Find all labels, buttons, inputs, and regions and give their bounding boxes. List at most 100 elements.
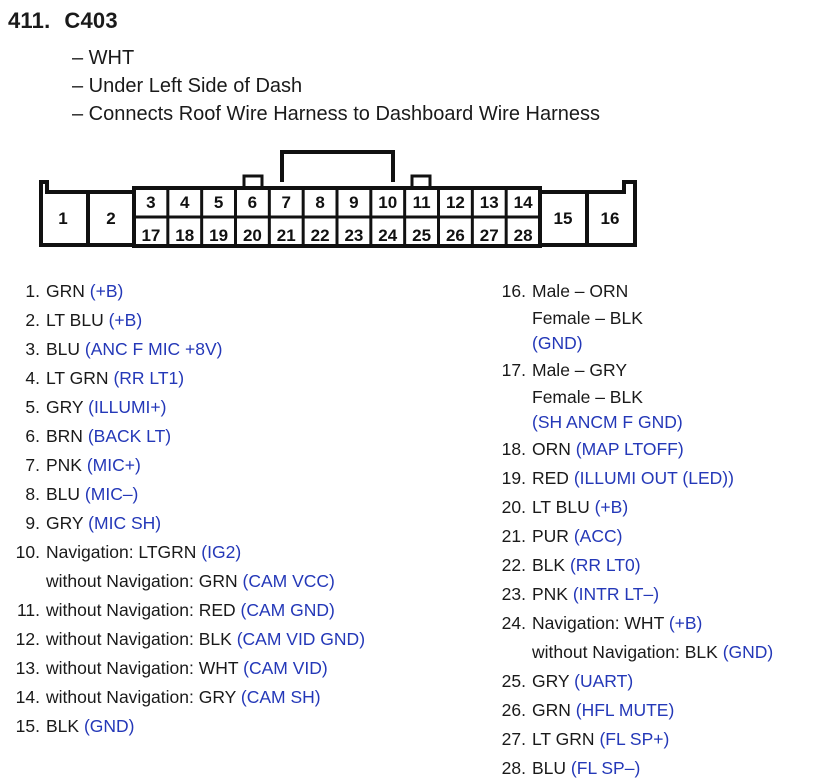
pin-label-19: 19	[209, 226, 228, 245]
pin-line: PNK (MIC+)	[46, 451, 365, 480]
signal-name: (HFL MUTE)	[575, 700, 675, 720]
signal-name: (CAM VCC)	[242, 571, 335, 591]
wire-description: without Navigation: GRY	[46, 687, 237, 707]
signal-name: (ACC)	[573, 526, 623, 546]
wire-description: Navigation: LTGRN	[46, 542, 202, 562]
wire-description: GRY	[46, 397, 84, 417]
signal-name: (RR LT1)	[113, 368, 185, 388]
pin-line: without Navigation: BLK (GND)	[532, 638, 773, 667]
signal-name: (GND)	[532, 333, 583, 353]
pin-line: BLK (GND)	[46, 712, 365, 741]
wire-description: RED	[532, 468, 569, 488]
signal-name: (RR LT0)	[569, 555, 641, 575]
pin-label-16: 16	[601, 209, 620, 228]
pin-line: Female – BLK	[532, 306, 773, 331]
pin-entry: 7. PNK (MIC+)	[6, 451, 365, 480]
pin-label-18: 18	[175, 226, 194, 245]
pin-number: 28.	[501, 758, 526, 778]
pin-number: 18.	[501, 439, 526, 459]
signal-name: (CAM GND)	[240, 600, 335, 620]
signal-name: (ILLUMI+)	[88, 397, 167, 417]
pin-number: 25.	[501, 671, 526, 691]
wire-description: BLU	[532, 758, 567, 778]
pin-number: 17.	[501, 360, 526, 380]
pin-entry: 15.BLK (GND)	[6, 712, 365, 741]
pin-number: 13.	[15, 658, 40, 678]
pin-line: Female – BLK	[532, 385, 773, 410]
pin-label-23: 23	[344, 226, 363, 245]
wire-description: GRN	[46, 281, 85, 301]
pin-entry: 11.without Navigation: RED (CAM GND)	[6, 596, 365, 625]
pin-label-24: 24	[378, 226, 397, 245]
wire-description: ORN	[532, 439, 571, 459]
wire-description: PNK	[532, 584, 568, 604]
wire-description: without Navigation: BLK	[46, 629, 232, 649]
wire-description: PNK	[46, 455, 82, 475]
pin-entry: 4.LT GRN (RR LT1)	[6, 364, 365, 393]
pin-entry: 27.LT GRN (FL SP+)	[490, 725, 773, 754]
pin-line: GRN (HFL MUTE)	[532, 696, 773, 725]
wire-description: without Navigation: GRN	[46, 571, 238, 591]
wire-description: Female – BLK	[532, 387, 643, 407]
signal-name: (+B)	[89, 281, 124, 301]
entry-number: 411.	[8, 8, 51, 33]
pin-entry: 10.Navigation: LTGRN (IG2)without Naviga…	[6, 538, 365, 596]
pin-line: without Navigation: WHT (CAM VID)	[46, 654, 365, 683]
signal-name: (CAM VID GND)	[236, 629, 366, 649]
pin-entry: 20.LT BLU (+B)	[490, 493, 773, 522]
pin-line: without Navigation: RED (CAM GND)	[46, 596, 365, 625]
signal-name: (CAM SH)	[240, 687, 321, 707]
pin-line: GRY (UART)	[532, 667, 773, 696]
wire-description: without Navigation: BLK	[532, 642, 718, 662]
connector-title: 411.C403	[8, 8, 118, 34]
pin-list-left: 1.GRN (+B)2.LT BLU (+B)3.BLU (ANC F MIC …	[6, 277, 365, 741]
pin-number: 19.	[501, 468, 526, 488]
wire-description: GRY	[46, 513, 84, 533]
wire-description: GRN	[532, 700, 571, 720]
wire-description: Male – ORN	[532, 281, 629, 301]
pin-line: LT GRN (RR LT1)	[46, 364, 365, 393]
wire-description: BLU	[46, 339, 81, 359]
pin-label-3: 3	[146, 193, 155, 212]
pin-line: PNK (INTR LT–)	[532, 580, 773, 609]
pin-number: 22.	[501, 555, 526, 575]
pin-line: LT GRN (FL SP+)	[532, 725, 773, 754]
pin-number: 20.	[501, 497, 526, 517]
signal-name: (INTR LT–)	[572, 584, 660, 604]
pin-number: 7.	[25, 455, 40, 475]
wire-description: GRY	[532, 671, 570, 691]
pin-entry: 3.BLU (ANC F MIC +8V)	[6, 335, 365, 364]
wire-description: BLU	[46, 484, 81, 504]
pin-line: Navigation: LTGRN (IG2)	[46, 538, 365, 567]
pin-entry: 8.BLU (MIC–)	[6, 480, 365, 509]
signal-name: (BACK LT)	[87, 426, 172, 446]
pin-label-15: 15	[554, 209, 573, 228]
pin-line: without Navigation: BLK (CAM VID GND)	[46, 625, 365, 654]
pin-entry: 6.BRN (BACK LT)	[6, 422, 365, 451]
pin-number: 21.	[501, 526, 526, 546]
pin-entry: 22.BLK (RR LT0)	[490, 551, 773, 580]
signal-name: (GND)	[722, 642, 774, 662]
pin-label-4: 4	[180, 193, 190, 212]
pin-entry: 28. BLU (FL SP–)	[490, 754, 773, 783]
pin-line: LT BLU (+B)	[46, 306, 365, 335]
pin-label-11: 11	[413, 193, 431, 212]
pin-line: (SH ANCM F GND)	[532, 410, 773, 435]
pin-entry: 24.Navigation: WHT (+B)without Navigatio…	[490, 609, 774, 667]
pin-number: 23.	[501, 584, 526, 604]
signal-name: (SH ANCM F GND)	[532, 412, 683, 432]
note-color: – WHT	[72, 47, 135, 69]
pin-number: 12.	[15, 629, 40, 649]
wire-description: LT GRN	[46, 368, 109, 388]
wire-description: without Navigation: WHT	[46, 658, 239, 678]
signal-name: (GND)	[83, 716, 135, 736]
wire-description: BRN	[46, 426, 83, 446]
pin-label-22: 22	[311, 226, 330, 245]
pin-number: 2.	[25, 310, 40, 330]
pin-label-7: 7	[282, 193, 291, 212]
pin-line: BLU (ANC F MIC +8V)	[46, 335, 365, 364]
signal-name: (+B)	[108, 310, 143, 330]
pin-line: BLU (FL SP–)	[532, 754, 773, 783]
pin-entry: 2. LT BLU (+B)	[6, 306, 365, 335]
